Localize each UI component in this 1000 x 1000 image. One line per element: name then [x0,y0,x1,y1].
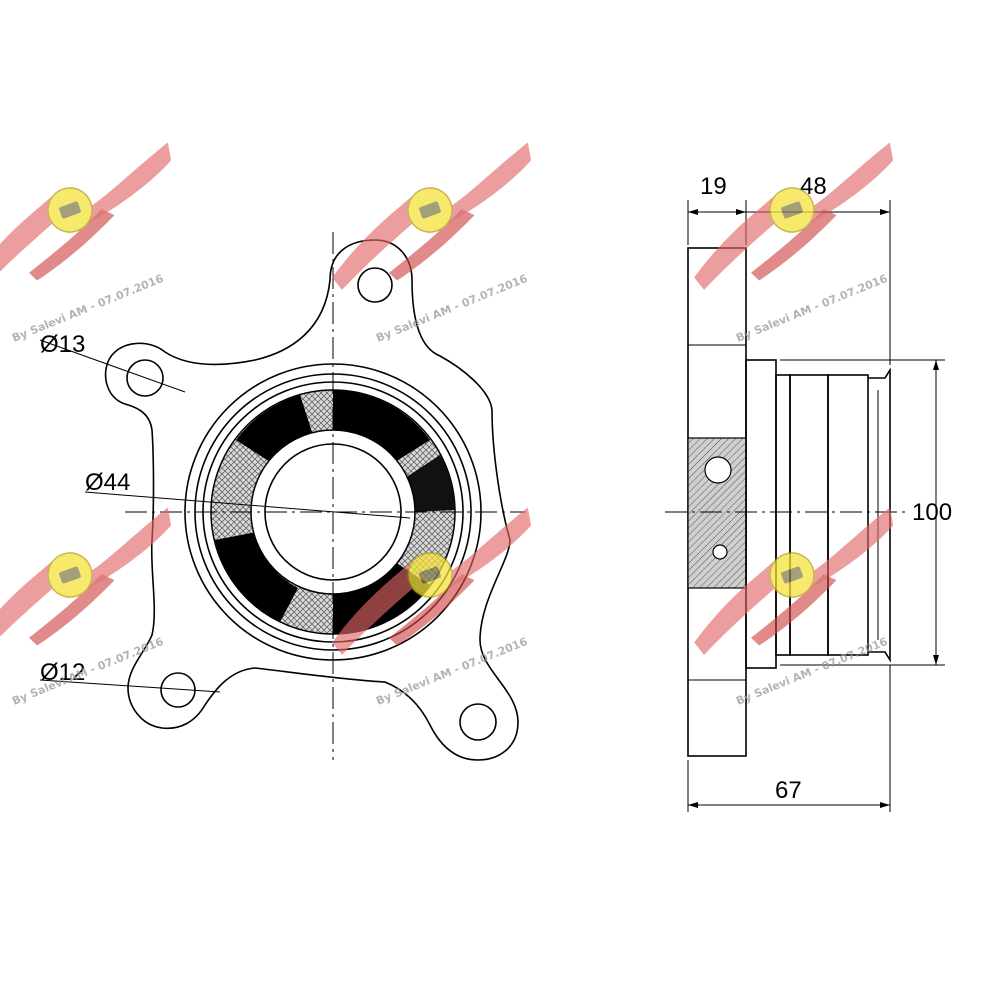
hole-lower-label: Ø12 [40,659,85,686]
watermark-text: By Salevi AM - 07.07.2016 [10,272,165,345]
bolt-hole-left [126,359,164,397]
hole-upper-leader [39,339,186,393]
flange-outline [104,239,519,761]
flange-bolt-section [704,456,732,484]
hub-diameter-label: 100 [912,499,952,526]
overall-length-label: 67 [775,777,802,804]
hole-upper-label: Ø13 [40,331,85,358]
watermark-logo [0,506,198,667]
watermark-text: By Salevi AM - 07.07.2016 [734,635,889,708]
watermark-text: By Salevi AM - 07.07.2016 [374,272,529,345]
bolt-hole-top [357,267,393,303]
hub-end [827,374,869,656]
watermark-text: By Salevi AM - 07.07.2016 [10,635,165,708]
watermarks: By Salevi AM - 07.07.2016 By Salevi AM -… [0,141,920,708]
front-view: Ø13 Ø44 Ø12 [39,232,525,761]
bore-label: Ø44 [85,469,130,496]
bolt-hole-bottom-right [459,703,497,741]
watermark-text: By Salevi AM - 07.07.2016 [734,272,889,345]
hole-lower-leader [39,679,221,693]
side-view: 19 48 100 67 [665,173,952,812]
flange-width-label: 19 [700,173,727,200]
bore-leader [84,491,411,519]
watermark-logo [0,141,198,302]
